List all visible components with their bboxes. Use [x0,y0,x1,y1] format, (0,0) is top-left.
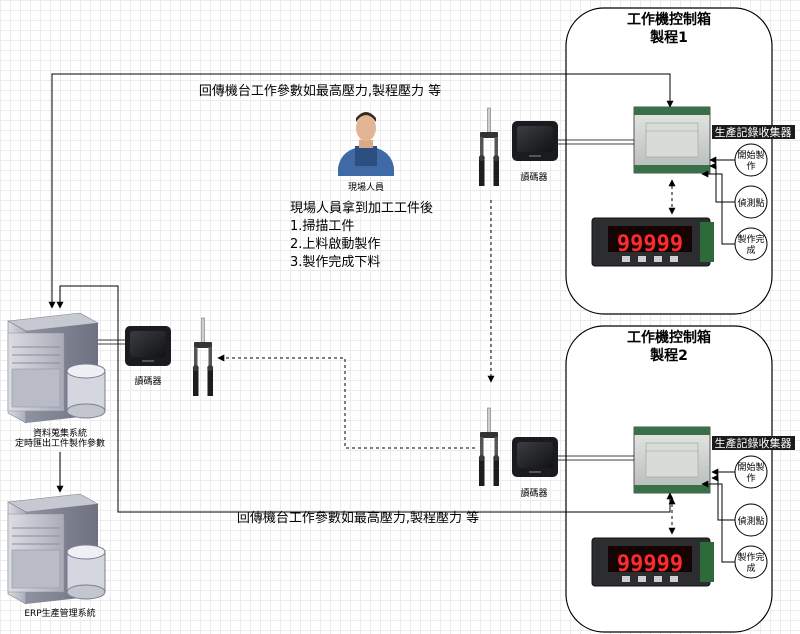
process2-scanner-label: 讀碼器 [520,487,547,499]
process2-title: 工作機控制箱 [627,329,711,346]
process1-subtitle: 製程1 [649,29,688,46]
feedback-line-top [48,73,674,309]
process1-title: 工作機控制箱 [627,11,711,28]
process1-scanner [512,121,558,161]
feedback-text-top: 回傳機台工作參數如最高壓力,製程壓力 等 [199,83,441,99]
erp-label: ERP生產管理系統 [24,607,95,619]
process2-subtitle: 製程2 [649,347,688,364]
operator-step-3: 3.製作完成下料 [290,255,380,270]
server-scanner-label: 讀碼器 [134,375,161,387]
process1-start-label-b: 作 [746,160,755,172]
process2-start-label-a: 開始製 [737,461,764,473]
process2-collector-device [633,426,711,494]
process2-wiring [701,468,735,563]
process1-finish-label-b: 成 [746,244,755,256]
process1-collector-label: 生產記錄收集器 [715,125,792,139]
operator-step-2: 2.上料啟動製作 [290,237,380,252]
workpiece-fork-1 [478,107,500,187]
server-scanner [125,326,171,366]
operator-figure [338,112,394,176]
process2-scanner [512,437,558,477]
data-collection-server [7,312,106,424]
process1-scanner-label: 讀碼器 [520,171,547,183]
process2-measure-label: 偵測點 [737,515,764,527]
process2-display-value: 99999 [617,552,683,577]
operator-step-1: 1.掃描工件 [290,218,354,234]
process1-measure-label: 偵測點 [737,197,764,209]
process1-start-label-a: 開始製 [737,149,764,161]
process1-collector-label-bg [712,125,795,139]
server-label-line2: 定時匯出工件製作參數 [15,437,105,449]
process2-start-label-b: 作 [746,472,755,484]
process1-wiring [701,156,735,245]
process1-collector-device [633,106,711,174]
server-label-line1: 資料蒐集系統 [33,427,87,439]
feedback-line-bottom [56,285,674,513]
process1-finish-label-a: 製作完 [737,233,764,245]
process1-display-value: 99999 [617,232,683,257]
erp-server [7,493,106,605]
process2-collector-label-bg [712,436,795,450]
workpiece-fork-3 [192,317,214,397]
process2-finish-label-a: 製作完 [737,551,764,563]
process2-collector-label: 生產記錄收集器 [715,436,792,450]
operator-label: 現場人員 [348,181,384,193]
process2-finish-label-b: 成 [746,562,755,574]
workpiece-fork-2 [478,407,500,487]
feedback-text-bottom: 回傳機台工作參數如最高壓力,製程壓力 等 [237,510,479,526]
operator-steps-title: 現場人員拿到加工工件後 [290,200,433,216]
fork-flow-left [217,354,475,449]
